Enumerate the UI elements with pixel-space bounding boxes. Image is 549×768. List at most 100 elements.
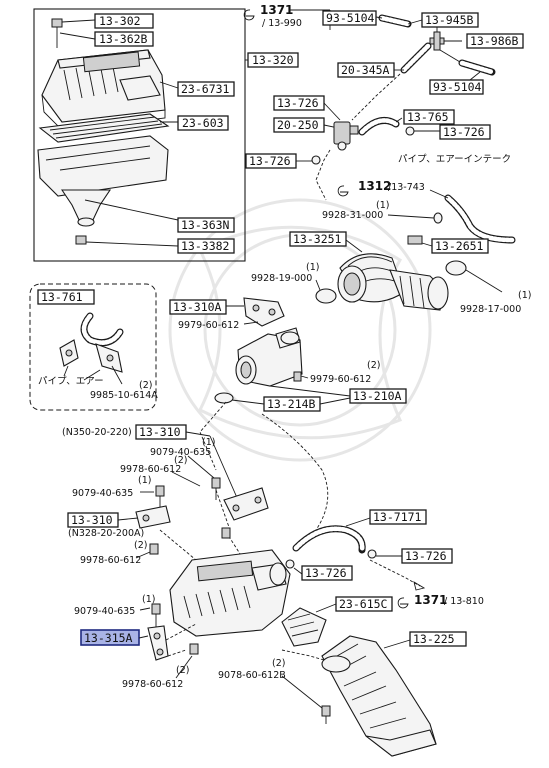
svg-text:1312: 1312 xyxy=(358,179,391,193)
part-box-93-5104-mid[interactable]: 93-5104 xyxy=(429,79,484,95)
part-box-13-765[interactable]: 13-765 xyxy=(403,109,455,125)
part-box-13-7171[interactable]: 13-7171 xyxy=(369,509,427,525)
svg-text:20-250: 20-250 xyxy=(277,118,319,132)
gasket-13-214B xyxy=(214,392,234,404)
qty-9079-40-635-a: (1) xyxy=(202,437,215,448)
qty-9928-17-000: (1) xyxy=(518,290,531,301)
part-box-13-726-d[interactable]: 13-726 xyxy=(401,548,453,564)
t-joint xyxy=(429,31,445,51)
qty-9978-60-612-a: (2) xyxy=(174,455,187,466)
label-n328-20-200a: (N328-20-200A) xyxy=(68,528,144,539)
part-box-13-726-b[interactable]: 13-726 xyxy=(439,124,491,140)
svg-text:13-726: 13-726 xyxy=(443,125,485,139)
part-box-13-225[interactable]: 13-225 xyxy=(409,631,467,647)
resonator-13-225 xyxy=(321,635,437,757)
svg-text:13-315A: 13-315A xyxy=(84,631,133,645)
part-box-13-310-a[interactable]: 13-310 xyxy=(135,424,187,440)
part-box-13-2651[interactable]: 13-2651 xyxy=(431,238,489,254)
svg-text:/13-743: /13-743 xyxy=(388,182,425,193)
svg-text:13-7171: 13-7171 xyxy=(373,510,422,524)
air-cleaner-upper-case xyxy=(41,49,166,131)
air-cleaner-lower-case xyxy=(37,135,169,227)
qty-9979-60-612-b: (2) xyxy=(367,360,380,371)
svg-text:13-210A: 13-210A xyxy=(353,389,402,403)
part-box-13-3382[interactable]: 13-3382 xyxy=(177,238,235,254)
ref-arrow-1312[interactable]: 1312 /13-743 xyxy=(337,179,425,197)
part-box-23-6731[interactable]: 23-6731 xyxy=(177,81,235,97)
label-9079-40-635-b: 9079-40-635 xyxy=(72,488,133,499)
part-box-13-315A[interactable]: 13-315A xyxy=(80,629,140,646)
svg-text:13-310A: 13-310A xyxy=(173,300,222,314)
svg-text:13-945B: 13-945B xyxy=(425,13,474,27)
svg-text:13-320: 13-320 xyxy=(252,53,294,67)
label-9978-60-612-a: 9978-60-612 xyxy=(120,464,181,475)
part-box-13-945B[interactable]: 13-945B xyxy=(421,12,479,28)
clip-13-726-e xyxy=(285,559,295,569)
svg-text:13-302: 13-302 xyxy=(99,14,141,28)
air-pipe-13-761 xyxy=(59,312,124,373)
part-box-13-210A[interactable]: 13-210A xyxy=(349,388,407,404)
part-box-13-726-e[interactable]: 13-726 xyxy=(301,565,353,581)
part-box-20-345A[interactable]: 20-345A xyxy=(337,62,395,78)
svg-text:13-726: 13-726 xyxy=(305,566,347,580)
label-pipe-air: パイプ、エアー xyxy=(38,376,104,387)
label-9985-10-614A: 9985-10-614A xyxy=(90,390,158,401)
label-9078-60-612B: 9078-60-612B xyxy=(218,670,286,681)
air-intake-duct xyxy=(337,253,449,311)
part-box-13-320[interactable]: 13-320 xyxy=(247,52,299,68)
clip-13-726-c xyxy=(311,155,321,165)
clip-13-726 xyxy=(405,126,415,136)
label-9079-40-635-c: 9079-40-635 xyxy=(74,606,135,617)
part-box-13-3251[interactable]: 13-3251 xyxy=(289,231,347,247)
clamp-9928-31 xyxy=(433,212,443,224)
label-n350-20-220: (N350-20-220) xyxy=(62,427,132,438)
svg-text:93-5104: 93-5104 xyxy=(326,11,375,25)
bolt-9978-60-612-c xyxy=(189,643,199,655)
ref-arrow-1371-top[interactable]: 1371 / 13-990 xyxy=(243,3,302,29)
svg-text:13-310: 13-310 xyxy=(71,513,113,527)
air-cleaner-frame xyxy=(33,8,246,262)
qty-9078-60-612B: (2) xyxy=(272,658,285,669)
part-box-13-726-c[interactable]: 13-726 xyxy=(245,153,297,169)
part-box-13-986B[interactable]: 13-986B xyxy=(466,33,524,49)
screw-9979-60-612 xyxy=(293,371,302,382)
part-box-23-615C[interactable]: 23-615C xyxy=(335,596,393,612)
svg-text:93-5104: 93-5104 xyxy=(433,80,482,94)
inset-frame-13-761 xyxy=(29,283,157,411)
svg-text:13-726: 13-726 xyxy=(249,154,291,168)
part-box-13-310A[interactable]: 13-310A xyxy=(169,299,227,315)
intake-plenum xyxy=(169,549,291,637)
part-box-13-214B[interactable]: 13-214B xyxy=(263,396,321,412)
part-box-13-310-b[interactable]: 13-310 xyxy=(67,512,119,528)
qty-9079-40-635-b: (1) xyxy=(138,475,151,486)
part-box-13-362B[interactable]: 13-362B xyxy=(94,31,154,47)
part-box-13-761[interactable]: 13-761 xyxy=(37,289,95,305)
svg-text:23-6731: 23-6731 xyxy=(181,82,230,96)
part-box-20-250[interactable]: 20-250 xyxy=(273,117,325,133)
svg-text:1371: 1371 xyxy=(260,3,293,17)
part-box-13-363N[interactable]: 13-363N xyxy=(177,217,235,233)
throttle-adapter xyxy=(235,327,303,387)
air-duct-23-615C xyxy=(281,607,327,647)
part-box-23-603[interactable]: 23-603 xyxy=(177,115,229,131)
connector-fitting xyxy=(407,235,423,245)
part-box-13-302[interactable]: 13-302 xyxy=(94,13,154,29)
clip-13-726-d xyxy=(367,549,377,559)
bracket-13-310-right xyxy=(223,487,269,521)
bolt-13-302 xyxy=(51,18,63,48)
ref-arrow-1371-bottom[interactable]: 1371 / 13-810 xyxy=(397,593,484,609)
label-9928-19-000: 9928-19-000 xyxy=(251,273,312,284)
svg-text:13-310: 13-310 xyxy=(139,425,181,439)
svg-text:23-615C: 23-615C xyxy=(339,597,388,611)
bolt-9078-60-612B xyxy=(321,705,331,724)
svg-text:13-726: 13-726 xyxy=(405,549,447,563)
air-filter-element xyxy=(38,113,170,143)
part-box-93-5104-top[interactable]: 93-5104 xyxy=(322,10,377,26)
label-9979-60-612-a: 9979-60-612 xyxy=(178,320,239,331)
svg-text:23-603: 23-603 xyxy=(182,116,224,130)
pcv-valve xyxy=(333,121,359,151)
svg-text:13-2651: 13-2651 xyxy=(435,239,484,253)
bracket-13-310-left xyxy=(135,505,171,529)
part-box-13-726-a[interactable]: 13-726 xyxy=(273,95,325,111)
